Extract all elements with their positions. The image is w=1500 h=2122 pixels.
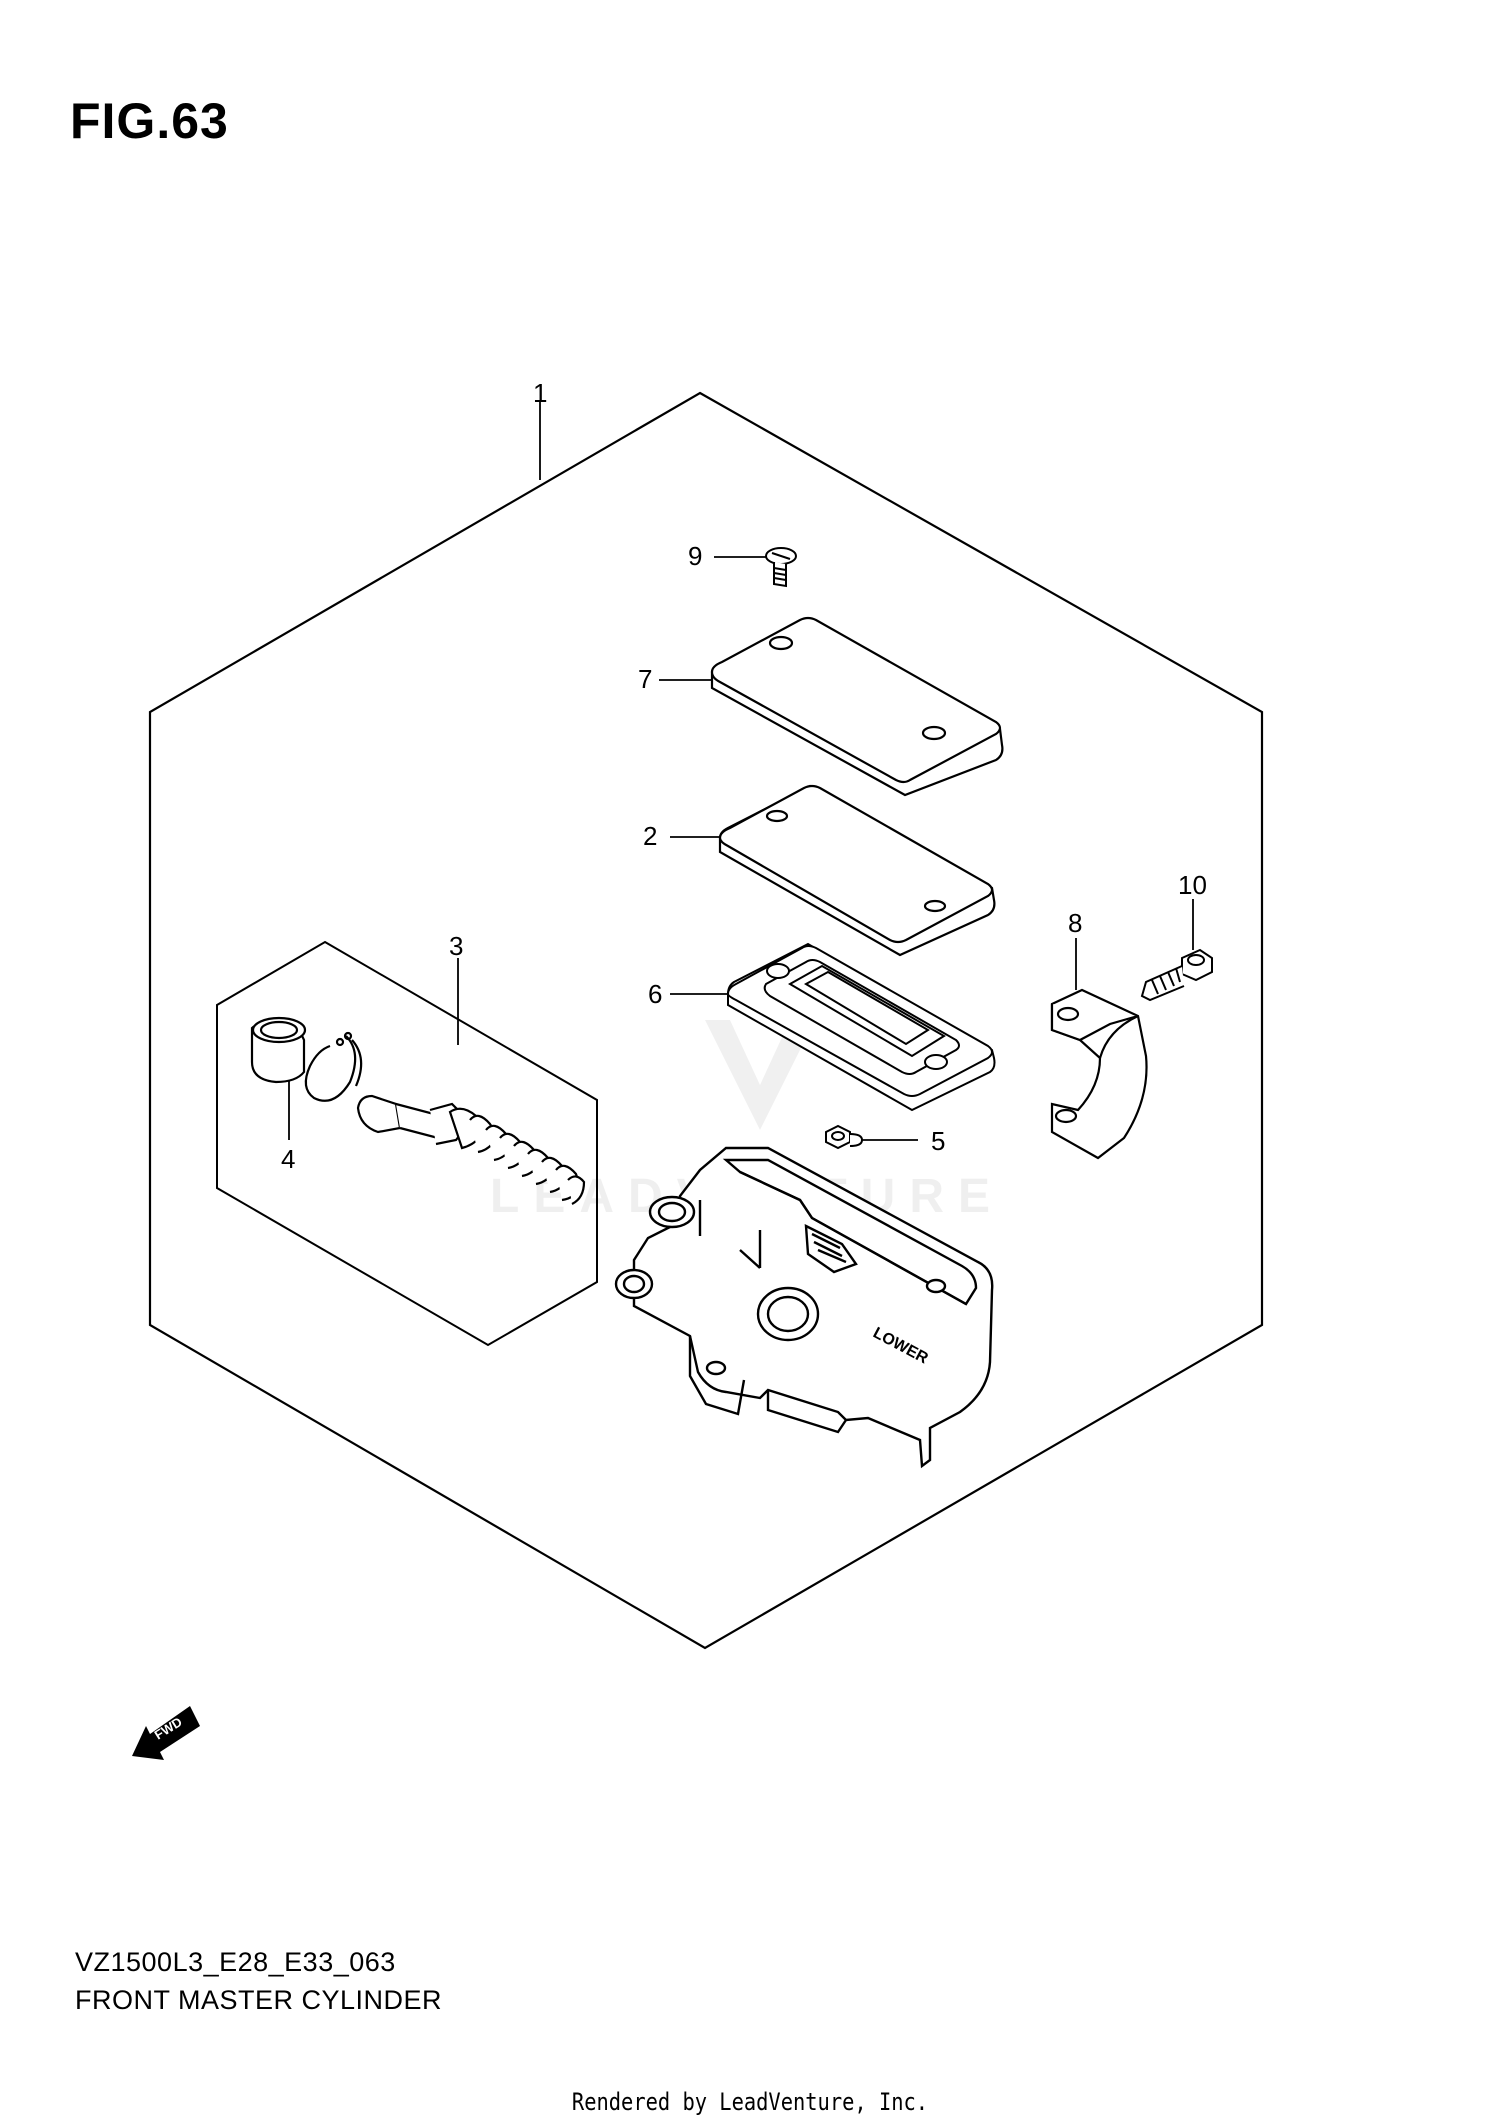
diagram-model-code: VZ1500L3_E28_E33_063 bbox=[75, 1947, 396, 1977]
callout-4: 4 bbox=[281, 1144, 295, 1174]
piston-boot bbox=[250, 1016, 307, 1084]
callout-6: 6 bbox=[648, 979, 662, 1009]
reservoir-clip bbox=[825, 1124, 864, 1150]
circlip bbox=[304, 1031, 363, 1102]
callout-2: 2 bbox=[643, 821, 657, 851]
callout-3: 3 bbox=[449, 931, 463, 961]
callout-7: 7 bbox=[638, 664, 652, 694]
forward-direction-arrow: FWD bbox=[132, 1706, 200, 1760]
callout-8: 8 bbox=[1068, 908, 1082, 938]
callout-5: 5 bbox=[931, 1126, 945, 1156]
figure-title: FIG.63 bbox=[70, 93, 229, 149]
reservoir-cap bbox=[710, 616, 1004, 797]
callout-9: 9 bbox=[688, 541, 702, 571]
callout-10: 10 bbox=[1178, 870, 1207, 900]
clamp-bolt bbox=[1140, 948, 1213, 1002]
piston-kit-outline bbox=[216, 940, 598, 1347]
kit-outline-hexagon bbox=[148, 391, 1264, 1650]
piston-and-spring bbox=[356, 1094, 586, 1205]
master-cylinder-body bbox=[614, 1146, 994, 1469]
diaphragm-plate bbox=[718, 784, 996, 957]
leader-lines bbox=[288, 400, 1194, 1141]
callout-labels: 1 2 3 4 5 6 7 8 9 10 bbox=[281, 378, 1207, 1174]
diagram-title: FRONT MASTER CYLINDER bbox=[75, 1985, 443, 2015]
handlebar-clamp bbox=[1050, 988, 1148, 1160]
reservoir-diaphragm bbox=[726, 942, 996, 1112]
render-credit-footer: Rendered by LeadVenture, Inc. bbox=[571, 2088, 929, 2116]
callout-1: 1 bbox=[533, 378, 547, 408]
reservoir-cap-screw bbox=[765, 547, 797, 588]
